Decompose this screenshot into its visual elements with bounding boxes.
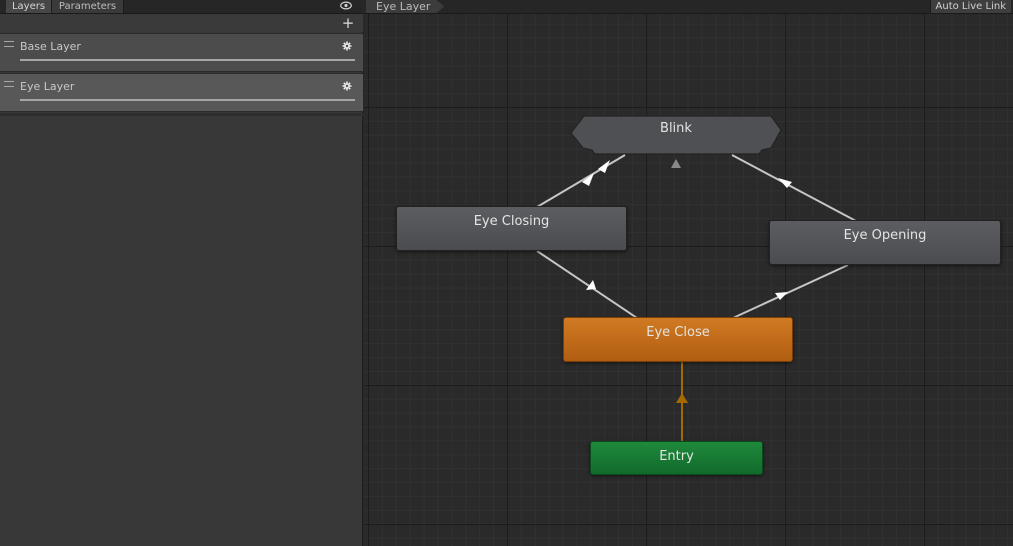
transitions-layer — [536, 115, 857, 441]
transition-eye-close-to-eye-opening[interactable] — [732, 264, 849, 319]
transition-eye-closing-to-blink[interactable] — [536, 154, 626, 208]
transition-eye-close-to-eye-closing[interactable] — [536, 250, 638, 319]
layer-weight-bar — [20, 59, 355, 61]
layer-item-eye[interactable]: Eye Layer — [0, 73, 363, 112]
transition-eye-opening-to-blink[interactable] — [731, 154, 857, 222]
layers-list-end — [0, 113, 363, 116]
layer-toolbar: + — [0, 14, 363, 32]
gear-icon[interactable] — [342, 81, 352, 91]
state-eye-close-default[interactable]: Eye Close — [563, 317, 793, 362]
blink-up-indicator-icon — [671, 159, 681, 168]
layer-item-base[interactable]: Base Layer — [0, 33, 363, 72]
drag-handle-icon[interactable] — [4, 41, 14, 47]
gear-icon[interactable] — [342, 41, 352, 51]
arrow-icon — [778, 178, 792, 188]
layer-name: Base Layer — [20, 40, 81, 53]
arrow-icon — [582, 173, 594, 186]
tab-layers[interactable]: Layers — [6, 0, 52, 13]
tab-parameters[interactable]: Parameters — [52, 0, 124, 13]
arrow-icon — [676, 393, 688, 403]
layer-weight-bar — [20, 99, 355, 101]
layers-panel: Layers Parameters + Base Layer Eye Layer — [0, 0, 363, 546]
blink-state-machine-shape[interactable] — [570, 115, 782, 155]
state-entry[interactable]: Entry — [590, 441, 763, 475]
arrow-icon — [775, 292, 788, 300]
drag-handle-icon[interactable] — [4, 81, 14, 87]
arrow-icon — [586, 280, 596, 290]
breadcrumb-eye-layer[interactable]: Eye Layer — [366, 0, 444, 13]
state-eye-opening[interactable]: Eye Opening — [769, 220, 1001, 265]
arrow-icon — [598, 160, 610, 173]
layer-name: Eye Layer — [20, 80, 75, 93]
auto-live-link-toggle[interactable]: Auto Live Link — [929, 0, 1011, 13]
eye-icon[interactable] — [340, 1, 352, 10]
graph-header-bar: Eye Layer Auto Live Link — [364, 0, 1013, 14]
panel-tab-bar: Layers Parameters — [0, 0, 363, 14]
state-eye-closing[interactable]: Eye Closing — [396, 206, 627, 251]
add-layer-button[interactable]: + — [341, 14, 355, 32]
